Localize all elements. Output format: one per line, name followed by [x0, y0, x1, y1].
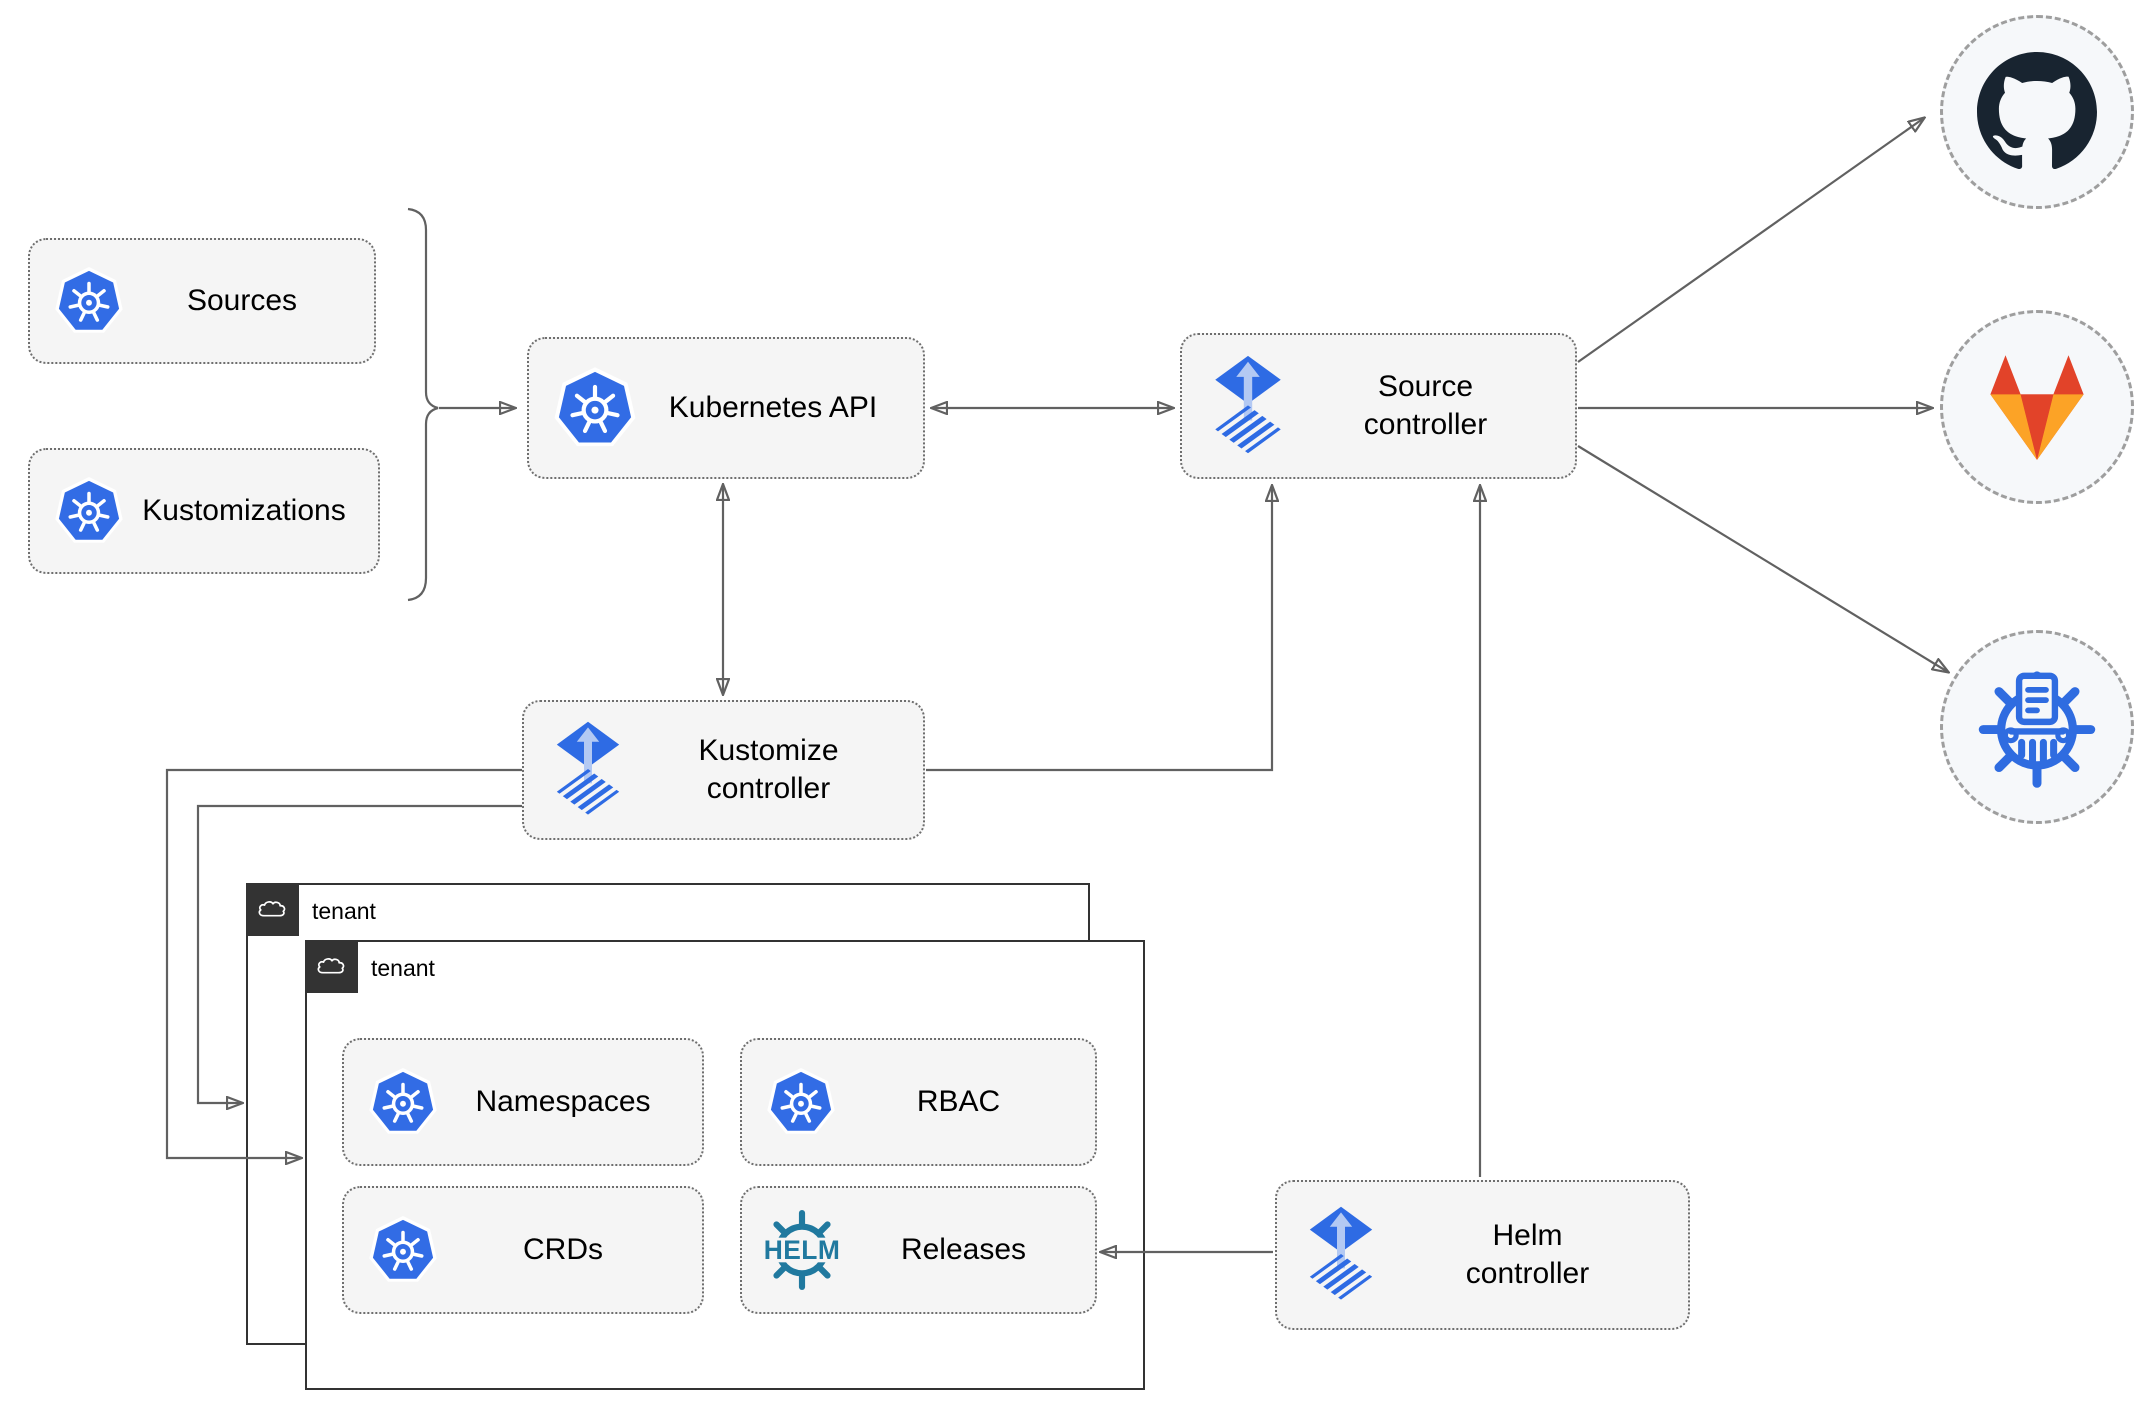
- node-helm-controller-label: Helm controller: [1381, 1217, 1688, 1293]
- kubernetes-icon: [54, 476, 124, 546]
- node-rbac-label: RBAC: [916, 1085, 1001, 1118]
- tenant-front-tab: [304, 939, 358, 993]
- kubernetes-icon: [553, 366, 637, 450]
- node-releases: HELM Releases: [740, 1186, 1097, 1314]
- node-namespaces: Namespaces: [342, 1038, 704, 1166]
- kubernetes-icon: [766, 1067, 836, 1137]
- node-kustomize-controller-line1: Kustomize: [698, 734, 839, 767]
- node-kustomize-controller: Kustomize controller: [522, 700, 925, 840]
- node-kustomize-controller-line2: controller: [706, 772, 831, 805]
- tenant-back-label: tenant: [312, 898, 376, 924]
- helm-wheel-icon: HELM: [758, 1206, 846, 1294]
- endpoint-gitlab: [1940, 310, 2134, 504]
- arrow-source-controller-to-github: [1577, 118, 1924, 363]
- node-sources: Sources: [28, 238, 376, 364]
- node-rbac: RBAC: [740, 1038, 1097, 1166]
- tenant-box-front: tenant Namespaces: [304, 939, 1145, 1390]
- github-icon: [1977, 52, 2097, 172]
- svg-text:HELM: HELM: [764, 1235, 841, 1265]
- arrow-source-controller-to-chart-repository: [1577, 445, 1948, 672]
- tenant-front-label: tenant: [371, 955, 435, 981]
- gitlab-icon: [1974, 349, 2100, 465]
- node-source-controller-line1: Source: [1377, 370, 1474, 403]
- kubernetes-icon: [54, 266, 124, 336]
- node-source-controller-line2: controller: [1363, 408, 1488, 441]
- node-namespaces-label: Namespaces: [475, 1085, 651, 1118]
- node-source-controller: Source controller: [1180, 333, 1577, 479]
- cloud-icon: [314, 954, 348, 978]
- tenant-back-tab: [245, 882, 299, 936]
- node-crds: CRDs: [342, 1186, 704, 1314]
- node-kustomizations-label: Kustomizations: [142, 494, 346, 527]
- flux-icon: [1301, 1206, 1381, 1304]
- node-releases-label: Releases: [900, 1233, 1027, 1266]
- kubernetes-icon: [368, 1067, 438, 1137]
- flux-icon: [1206, 355, 1290, 457]
- node-kustomize-controller-label: Kustomize controller: [628, 732, 923, 808]
- node-kubernetes-api: Kubernetes API: [527, 337, 925, 479]
- flux-icon: [548, 721, 628, 819]
- arrow-kustomize-controller-to-source-controller: [926, 486, 1272, 772]
- node-kustomizations: Kustomizations: [28, 448, 380, 574]
- node-helm-controller: Helm controller: [1275, 1180, 1690, 1330]
- endpoint-github: [1940, 15, 2134, 209]
- node-helm-controller-line1: Helm: [1492, 1219, 1563, 1252]
- node-source-controller-label: Source controller: [1290, 368, 1575, 444]
- node-kubernetes-api-label: Kubernetes API: [668, 391, 878, 424]
- cloud-icon: [255, 897, 289, 921]
- node-sources-label: Sources: [186, 284, 298, 317]
- node-helm-controller-line2: controller: [1465, 1257, 1590, 1290]
- endpoint-chart-repository: [1940, 630, 2134, 824]
- node-crds-label: CRDs: [523, 1233, 603, 1266]
- kubernetes-icon: [368, 1215, 438, 1285]
- chart-repository-icon: [1973, 663, 2101, 791]
- bracket-shape: [407, 207, 439, 602]
